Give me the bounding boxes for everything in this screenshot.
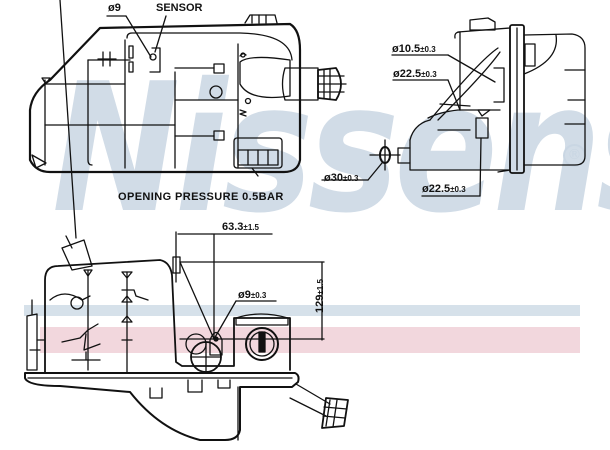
sensor-label: SENSOR [156,2,203,14]
dim-tolerance: ±0.3 [420,45,436,54]
dim-tolerance: ±0.3 [342,174,359,183]
dim-vertical-129: 129±1.5 [314,266,326,326]
dim-tolerance: ±0.3 [250,291,267,300]
opening-pressure-label: OPENING PRESSURE 0.5BAR [118,191,284,203]
dim-value: ø10.5 [392,43,421,55]
front-view [24,0,349,441]
dim-tolerance: ±0.3 [450,185,466,194]
dim-horizontal-63-3: 63.3±1.5 [222,221,259,233]
dim-diameter-10-5: ø10.5±0.3 [392,43,436,55]
dim-tolerance: ±1.5 [243,223,259,232]
top-view [28,14,347,177]
dim-diameter-22-5-lower: ø22.5±0.3 [422,183,466,195]
side-view [321,17,586,197]
dim-hole-diameter-9: ø9±0.3 [238,289,266,301]
dim-value: 63.3 [222,221,244,233]
dim-value: ø22.5 [393,68,422,80]
dim-tolerance: ±1.5 [316,279,325,295]
watermark-band-blue [24,305,580,316]
dim-value: ø30 [324,172,343,184]
sensor-diameter-label: ø9 [108,2,121,14]
dim-diameter-22-5-upper: ø22.5±0.3 [393,68,437,80]
dim-value: 129 [314,294,326,313]
dim-value: ø9 [238,289,251,301]
dim-value: ø22.5 [422,183,451,195]
dim-diameter-30: ø30±0.3 [324,172,358,184]
dim-tolerance: ±0.3 [421,70,437,79]
